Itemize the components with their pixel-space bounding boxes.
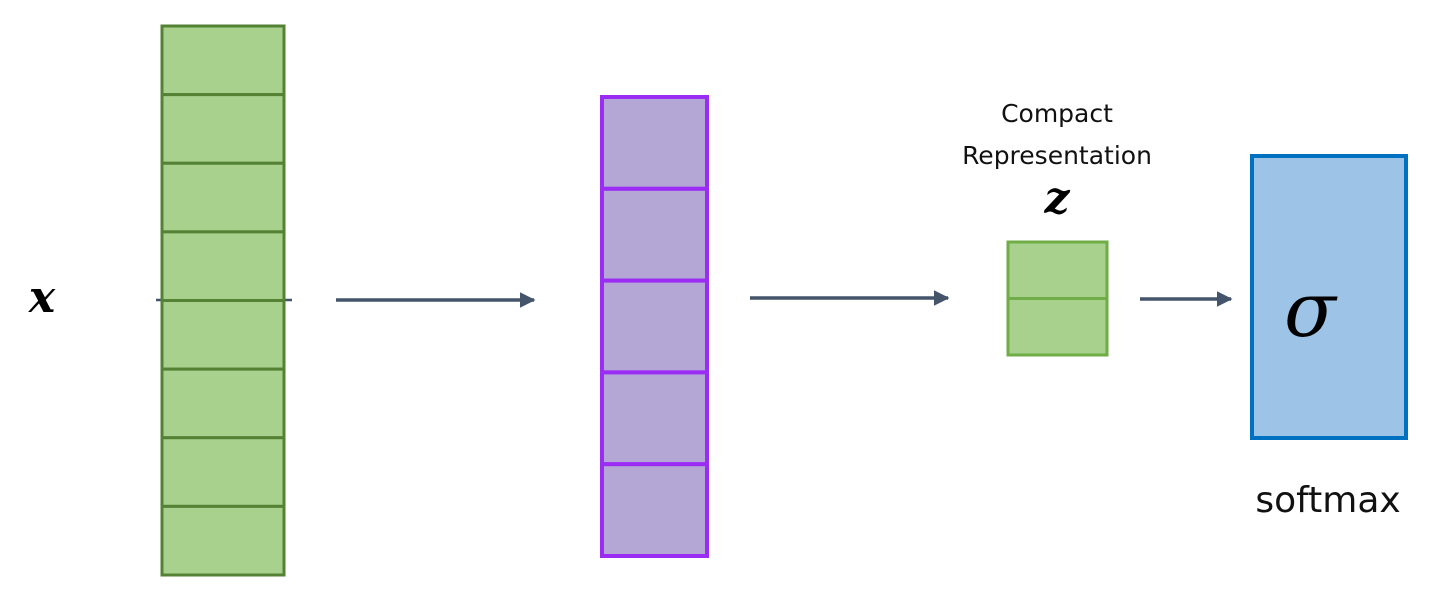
- input-vector: [160, 24, 286, 577]
- input-cell: [160, 93, 286, 165]
- hidden-cell: [600, 370, 709, 467]
- input-cell: [160, 299, 286, 371]
- softmax-caption: softmax: [1255, 480, 1400, 521]
- hidden-cell: [600, 186, 709, 283]
- sigma-symbol: σ: [1284, 265, 1338, 354]
- input-cell: [160, 230, 286, 302]
- compact-cell: [1006, 297, 1109, 357]
- input-cell: [160, 367, 286, 440]
- compact-cell: [1006, 240, 1109, 300]
- softmax-box: [1250, 154, 1408, 440]
- input-cell: [160, 504, 286, 577]
- compact-vector: [1006, 240, 1109, 357]
- hidden-cell: [600, 462, 709, 559]
- hidden-vector: [600, 95, 709, 559]
- compact-label-line2: Representation: [962, 141, 1152, 170]
- hidden-cell: [600, 278, 709, 375]
- input-symbol-x: x: [28, 272, 56, 323]
- compact-label-line1: Compact: [1001, 99, 1113, 128]
- input-cell: [160, 24, 286, 97]
- input-cell: [160, 161, 286, 234]
- input-cell: [160, 436, 286, 508]
- hidden-cell: [600, 95, 709, 191]
- compact-symbol-z: z: [1044, 173, 1071, 224]
